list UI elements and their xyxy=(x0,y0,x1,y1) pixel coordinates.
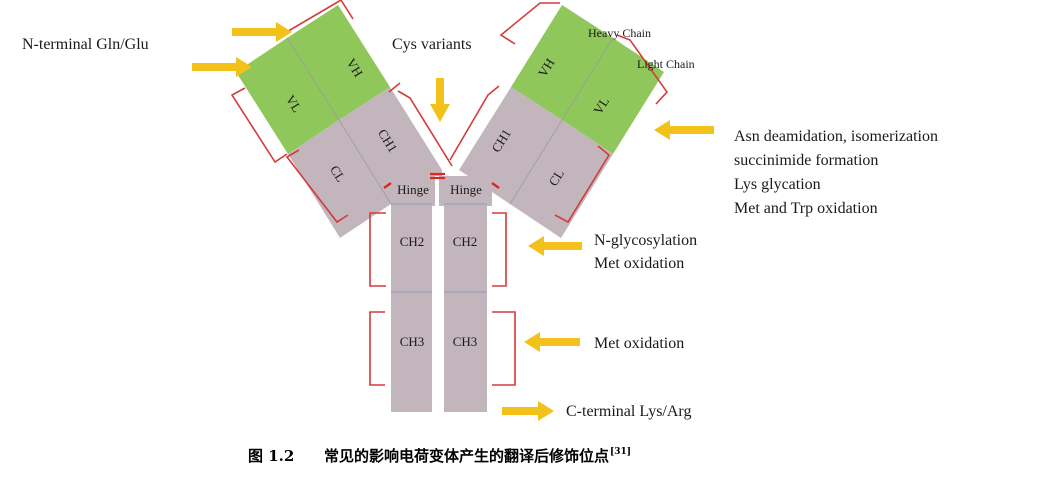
left-ch2-domain xyxy=(391,204,432,292)
ch2-modifications-list: N-glycosylation Met oxidation xyxy=(594,232,697,272)
caption-text: 常见的影响电荷变体产生的翻译后修饰位点 xyxy=(324,447,609,465)
bracket-left-ch1 xyxy=(397,90,453,167)
right-cl-domain xyxy=(510,120,613,238)
left-ch3-label: CH3 xyxy=(400,334,425,349)
bracket-left-vh xyxy=(284,0,354,34)
arrows xyxy=(192,22,714,421)
right-vh-domain xyxy=(511,5,613,120)
left-hinge-box xyxy=(391,176,442,206)
bracket-left-cl xyxy=(285,149,349,224)
bracket-left-vl xyxy=(230,87,288,164)
bracket-ch2-left xyxy=(369,212,386,287)
left-cl-domain xyxy=(288,120,391,238)
figure-caption: 图 1.2 常见的影响电荷变体产生的翻译后修饰位点 [31] xyxy=(248,447,631,465)
bracket-left-vh-b xyxy=(388,82,401,93)
caption-figure-label: 图 1.2 xyxy=(248,447,294,465)
arrow-fab-modifications xyxy=(654,120,714,140)
bracket-ch3-right xyxy=(492,311,516,386)
right-cl-label: CL xyxy=(545,167,567,189)
cys-variants-label: Cys variants xyxy=(392,36,472,53)
fab-mod-line: Asn deamidation, isomerization xyxy=(734,128,938,145)
fab-mod-line: Lys glycation xyxy=(734,176,821,193)
right-fab-arm: VH VL CH1 CL xyxy=(459,5,664,238)
left-vh-domain xyxy=(287,5,390,120)
left-ch1-domain xyxy=(339,87,442,204)
arrow-n-terminal-upper xyxy=(232,22,292,42)
left-fab-arm: VH VL CH1 CL xyxy=(236,5,442,238)
right-ch3-domain xyxy=(444,292,487,412)
ch2-mod-line: Met oxidation xyxy=(594,255,684,272)
bracket-right-ch1 xyxy=(449,85,500,161)
arrow-ch3-modifications xyxy=(524,332,580,352)
left-cl-label: CL xyxy=(327,163,349,185)
arrow-c-terminal xyxy=(502,401,554,421)
right-ch3-label: CH3 xyxy=(453,334,478,349)
c-terminal-label: C-terminal Lys/Arg xyxy=(566,403,691,420)
light-chain-label: Light Chain xyxy=(637,57,695,71)
fc-stem: Hinge Hinge CH2 CH2 CH3 CH3 xyxy=(383,170,500,412)
bracket-right-cl xyxy=(554,145,611,224)
bracket-ch2-right xyxy=(492,212,507,287)
heavy-chain-label: Heavy Chain xyxy=(588,26,651,40)
arrow-cys-variants xyxy=(430,78,450,122)
right-ch2-label: CH2 xyxy=(453,234,478,249)
ch3-mod-line: Met oxidation xyxy=(594,335,684,352)
bracket-right-vh xyxy=(499,2,560,45)
fab-mod-line: Met and Trp oxidation xyxy=(734,200,878,217)
left-hinge-label: Hinge xyxy=(397,182,429,197)
brackets xyxy=(230,0,669,386)
left-ch3-domain xyxy=(391,292,432,412)
right-ch1-domain xyxy=(459,87,562,204)
right-hinge-label: Hinge xyxy=(450,182,482,197)
n-terminal-label: N-terminal Gln/Glu xyxy=(22,36,149,53)
left-vl-domain xyxy=(236,38,339,154)
arrow-n-terminal-lower xyxy=(192,57,252,77)
fab-mod-line: succinimide formation xyxy=(734,152,878,169)
caption-ref: [31] xyxy=(610,447,631,457)
arrow-ch2-modifications xyxy=(528,236,582,256)
right-vl-domain xyxy=(562,38,664,154)
bracket-ch3-left xyxy=(369,311,385,386)
left-ch2-label: CH2 xyxy=(400,234,425,249)
right-ch2-domain xyxy=(444,204,487,292)
right-hinge-box xyxy=(442,176,492,206)
ch2-mod-line: N-glycosylation xyxy=(594,232,697,249)
fab-modifications-list: Asn deamidation, isomerization succinimi… xyxy=(734,128,938,217)
bracket-right-vl xyxy=(616,34,669,105)
